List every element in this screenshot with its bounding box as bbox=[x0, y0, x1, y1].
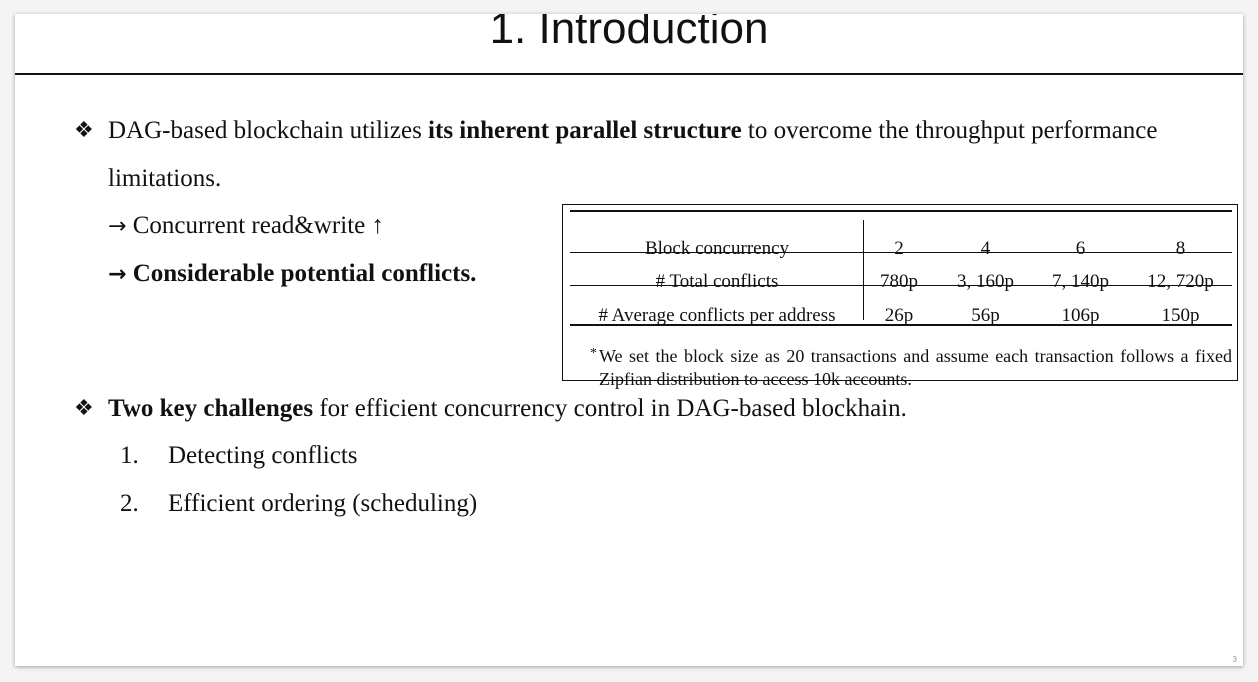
table-cell: 26p bbox=[884, 305, 914, 326]
bullet2-text-bold: Two key challenges bbox=[108, 395, 314, 422]
table-header-cell: 2 bbox=[894, 238, 904, 259]
table-cell: 3, 160p bbox=[957, 271, 1014, 292]
table-footnote: *We set the block size as 20 transaction… bbox=[590, 345, 1232, 391]
slide-title: 1. Introduction bbox=[15, 14, 1243, 44]
table-cell: 150p bbox=[1161, 305, 1200, 326]
table-row-label: # Total conflicts bbox=[655, 271, 779, 292]
footnote-text: We set the block size as 20 transactions… bbox=[599, 346, 1232, 389]
table-row-rule bbox=[570, 285, 1232, 286]
sub-point-text: Considerable potential conflicts. bbox=[132, 260, 477, 287]
arrow-right-icon: → bbox=[108, 214, 127, 239]
diamond-bullet-icon: ❖ bbox=[74, 118, 94, 143]
page-number: 3 bbox=[1232, 655, 1237, 664]
sub-point-conflicts: → Considerable potential conflicts. bbox=[108, 259, 476, 290]
sub-point-concurrent: → Concurrent read&write ↑ bbox=[108, 211, 384, 242]
table-header-rule bbox=[570, 252, 1232, 253]
table-header-cell: 4 bbox=[980, 238, 991, 259]
bullet1-text-before: DAG-based blockchain utilizes bbox=[108, 117, 429, 144]
table-bottom-rule bbox=[570, 324, 1232, 326]
slide-title-text: 1. Introduction bbox=[489, 14, 769, 44]
bullet-dag-parallel: DAG-based blockchain utilizes its inhere… bbox=[108, 107, 1238, 203]
diamond-bullet-icon: ❖ bbox=[74, 396, 94, 421]
table-cell: 106p bbox=[1061, 305, 1100, 326]
table-cell: 7, 140p bbox=[1052, 271, 1109, 292]
table-header-cell: Block concurrency bbox=[644, 238, 790, 259]
arrow-right-icon: → bbox=[108, 262, 127, 287]
bullet1-text-after: to overcome the throughput performance l… bbox=[108, 117, 1158, 192]
bullet2-text-after: for efficient concurrency control in DAG… bbox=[313, 395, 907, 422]
bullet1-text-bold: its inherent parallel structure bbox=[428, 117, 742, 144]
table-top-rule bbox=[570, 210, 1232, 212]
list-item-index: 2. bbox=[120, 490, 139, 517]
slide: 1. Introduction ❖ DAG-based blockchain u… bbox=[15, 14, 1243, 666]
list-item-index: 1. bbox=[120, 442, 139, 469]
table-header-cell: 6 bbox=[1075, 238, 1086, 259]
table-header-cell: 8 bbox=[1175, 238, 1186, 259]
sub-point-text: Concurrent read&write ↑ bbox=[132, 212, 384, 239]
footnote-marker: * bbox=[590, 346, 597, 361]
table-cell: 12, 720p bbox=[1147, 271, 1214, 292]
conflicts-table: Block concurrency 2 4 6 8 # Total confli… bbox=[562, 204, 1238, 389]
bullet-key-challenges: Two key challenges for efficient concurr… bbox=[108, 385, 1208, 433]
table-cell: 780p bbox=[880, 271, 918, 292]
title-divider bbox=[15, 73, 1243, 75]
list-item-text: Detecting conflicts bbox=[168, 442, 358, 469]
table-row-label: # Average conflicts per address bbox=[598, 305, 836, 326]
table-cell: 56p bbox=[971, 305, 1000, 326]
table-column-divider bbox=[863, 220, 864, 320]
list-item-text: Efficient ordering (scheduling) bbox=[168, 490, 478, 517]
